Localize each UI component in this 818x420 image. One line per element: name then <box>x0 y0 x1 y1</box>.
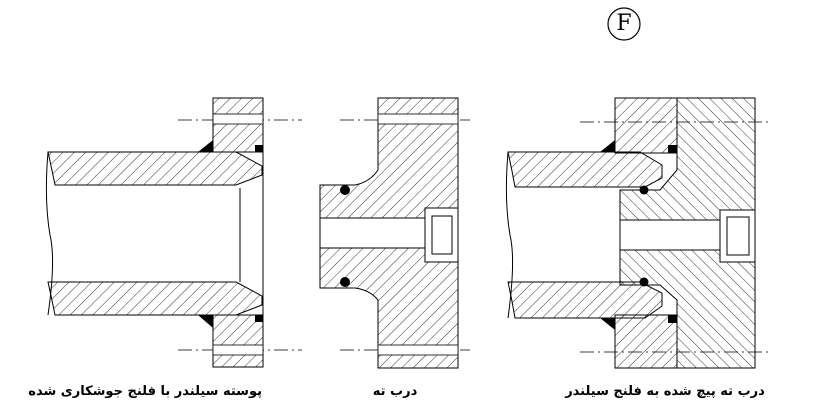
weld-lower-outer <box>198 315 213 328</box>
assembled-view <box>505 97 770 369</box>
figure-label: F <box>606 6 642 42</box>
end-cap <box>319 97 470 369</box>
shell-wall-upper <box>47 151 263 186</box>
assembly-shell-lower <box>507 281 663 319</box>
flange-lower <box>212 314 264 368</box>
assembly-weld-lower <box>600 318 615 330</box>
flange-upper <box>212 97 264 153</box>
cap-bolt-hole-upper <box>377 113 459 125</box>
flange-bolt-hole-lower <box>212 344 264 356</box>
weld-lower-inner <box>255 315 263 322</box>
cap-port-insert <box>431 215 453 255</box>
assembly-port-insert <box>726 216 750 256</box>
weld-upper-outer <box>198 140 213 152</box>
weld-upper-inner <box>255 145 263 152</box>
assembly-weld-lower-inner <box>668 315 677 323</box>
assembly-flange-upper <box>614 97 678 154</box>
caption-shell: پوسته سیلندر با فلنج جوشکاری شده <box>28 384 262 399</box>
shell-wall-lower <box>47 281 263 316</box>
assembly-weld-upper <box>600 140 615 152</box>
cap-bore <box>319 217 426 249</box>
caption-assembled: درب ته پیچ شده به فلنج سیلندر <box>565 384 765 399</box>
cap-bolt-hole-lower <box>377 344 459 356</box>
o-ring-upper <box>340 185 350 195</box>
caption-cap: درب ته <box>372 384 418 399</box>
o-ring-lower <box>340 277 350 287</box>
assembly-o-ring-lower <box>639 277 649 287</box>
assembly-shell-upper <box>507 151 663 188</box>
figure-label-text: F <box>616 11 632 36</box>
assembly-o-ring-upper <box>639 185 649 195</box>
figure-label-circle <box>607 7 641 41</box>
shell-break-line <box>45 151 54 316</box>
assembly-flange-lower <box>614 314 678 369</box>
assembly-break-line <box>505 151 514 319</box>
assembly-bore <box>619 219 721 251</box>
flange-bolt-hole-upper <box>212 113 264 125</box>
shell-with-flange <box>45 97 302 368</box>
assembly-weld-upper-inner <box>668 145 677 153</box>
